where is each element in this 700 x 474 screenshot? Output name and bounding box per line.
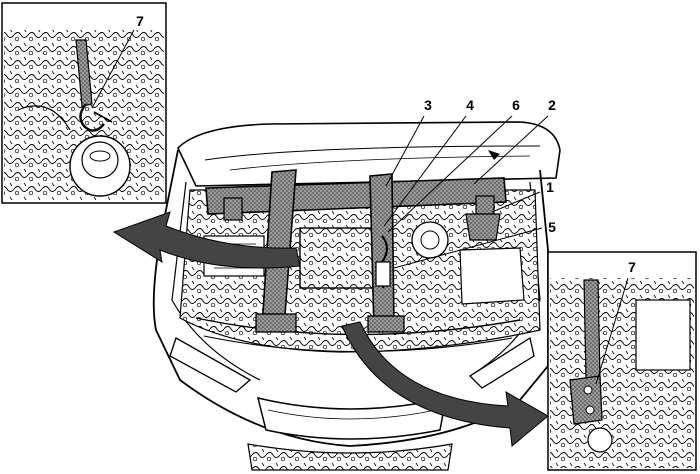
callout-leaders (383, 115, 549, 269)
callout-3: 3 (424, 97, 432, 113)
detail-inset-bottom-right: 7 (547, 251, 697, 471)
callout-6: 6 (512, 97, 520, 113)
removal-arrow-right (341, 321, 549, 447)
inset-top-left-callout: 7 (136, 13, 144, 29)
detail-inset-top-left: 7 (1, 2, 167, 204)
fixture-leg-right (369, 173, 395, 331)
inset-bracket-arm (583, 279, 601, 381)
callout-4: 4 (466, 97, 474, 113)
removal-arrow-left (112, 211, 301, 269)
callout-2: 2 (548, 97, 556, 113)
grille (256, 396, 447, 440)
inset-hook-arm (75, 39, 93, 107)
hood-panel (177, 121, 561, 187)
callout-1: 1 (546, 179, 554, 195)
inset-bottom-right-callout: 7 (628, 259, 636, 275)
callout-5: 5 (548, 219, 556, 235)
support-fixture (205, 169, 507, 333)
